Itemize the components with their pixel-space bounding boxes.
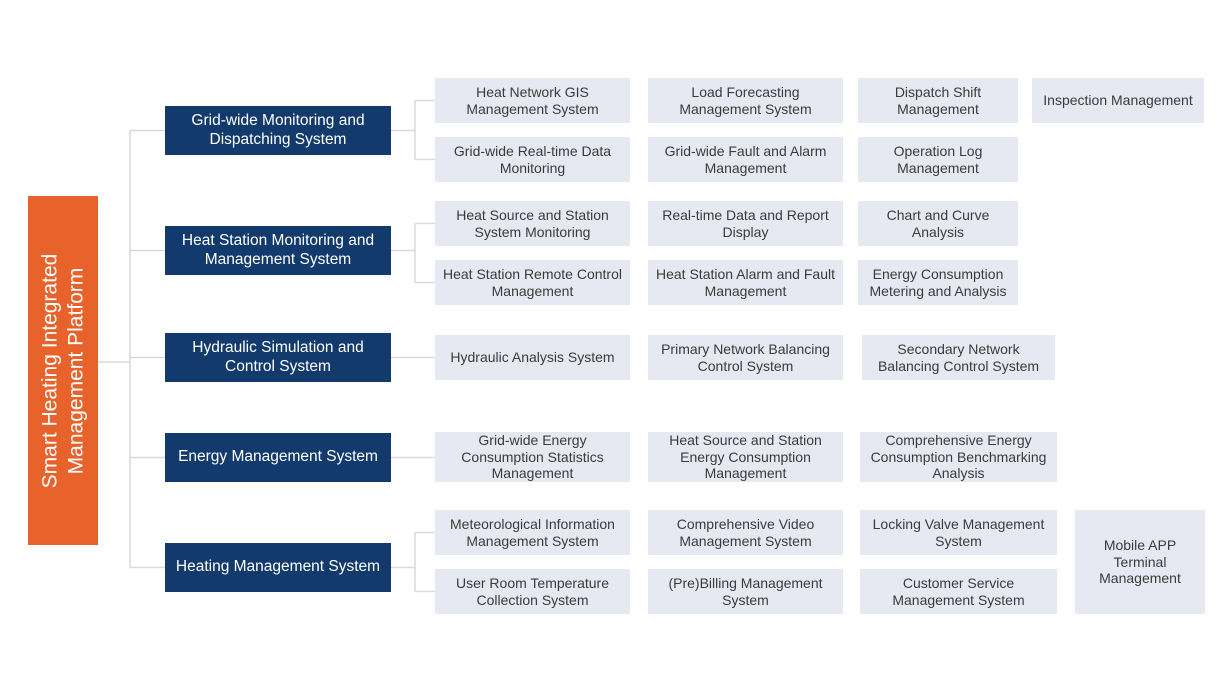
leaf-heat-station-alarm-fault: Heat Station Alarm and Fault Management xyxy=(648,260,843,305)
leaf-prebilling: (Pre)Billing Management System xyxy=(648,569,843,614)
leaf-user-room-temperature: User Room Temperature Collection System xyxy=(435,569,630,614)
leaf-meteorological-info: Meteorological Information Management Sy… xyxy=(435,510,630,555)
leaf-grid-fault-alarm: Grid-wide Fault and Alarm Management xyxy=(648,137,843,182)
leaf-heat-source-station-energy: Heat Source and Station Energy Consumpti… xyxy=(648,432,843,482)
branch-energy-management: Energy Management System xyxy=(165,433,391,482)
leaf-energy-metering-analysis: Energy Consumption Metering and Analysis xyxy=(858,260,1018,305)
leaf-grid-realtime-data: Grid-wide Real-time Data Monitoring xyxy=(435,137,630,182)
branch-grid-wide-monitoring: Grid-wide Monitoring and Dispatching Sys… xyxy=(165,106,391,155)
platform-title: Smart Heating Integrated Management Plat… xyxy=(38,253,87,488)
leaf-inspection: Inspection Management xyxy=(1032,78,1204,123)
leaf-realtime-data-report: Real-time Data and Report Display xyxy=(648,201,843,246)
leaf-grid-energy-statistics: Grid-wide Energy Consumption Statistics … xyxy=(435,432,630,482)
leaf-comprehensive-video: Comprehensive Video Management System xyxy=(648,510,843,555)
branch-heat-station-monitoring: Heat Station Monitoring and Management S… xyxy=(165,226,391,275)
leaf-mobile-app-terminal: Mobile APP Terminal Management xyxy=(1075,510,1205,614)
leaf-secondary-network-balancing: Secondary Network Balancing Control Syst… xyxy=(862,335,1055,380)
leaf-heat-network-gis: Heat Network GIS Management System xyxy=(435,78,630,123)
branch-heating-management: Heating Management System xyxy=(165,543,391,592)
leaf-locking-valve: Locking Valve Management System xyxy=(860,510,1057,555)
leaf-customer-service: Customer Service Management System xyxy=(860,569,1057,614)
leaf-dispatch-shift: Dispatch Shift Management xyxy=(858,78,1018,123)
leaf-load-forecasting: Load Forecasting Management System xyxy=(648,78,843,123)
branch-hydraulic-simulation: Hydraulic Simulation and Control System xyxy=(165,333,391,382)
root-node-platform: Smart Heating Integrated Management Plat… xyxy=(28,196,98,545)
trunk-connectors xyxy=(98,129,165,569)
leaf-energy-benchmarking: Comprehensive Energy Consumption Benchma… xyxy=(860,432,1057,482)
leaf-primary-network-balancing: Primary Network Balancing Control System xyxy=(648,335,843,380)
branch-connectors xyxy=(391,99,435,593)
leaf-operation-log: Operation Log Management xyxy=(858,137,1018,182)
leaf-heat-station-remote-control: Heat Station Remote Control Management xyxy=(435,260,630,305)
leaf-chart-curve-analysis: Chart and Curve Analysis xyxy=(858,201,1018,246)
leaf-heat-source-station-monitoring: Heat Source and Station System Monitorin… xyxy=(435,201,630,246)
leaf-hydraulic-analysis: Hydraulic Analysis System xyxy=(435,335,630,380)
